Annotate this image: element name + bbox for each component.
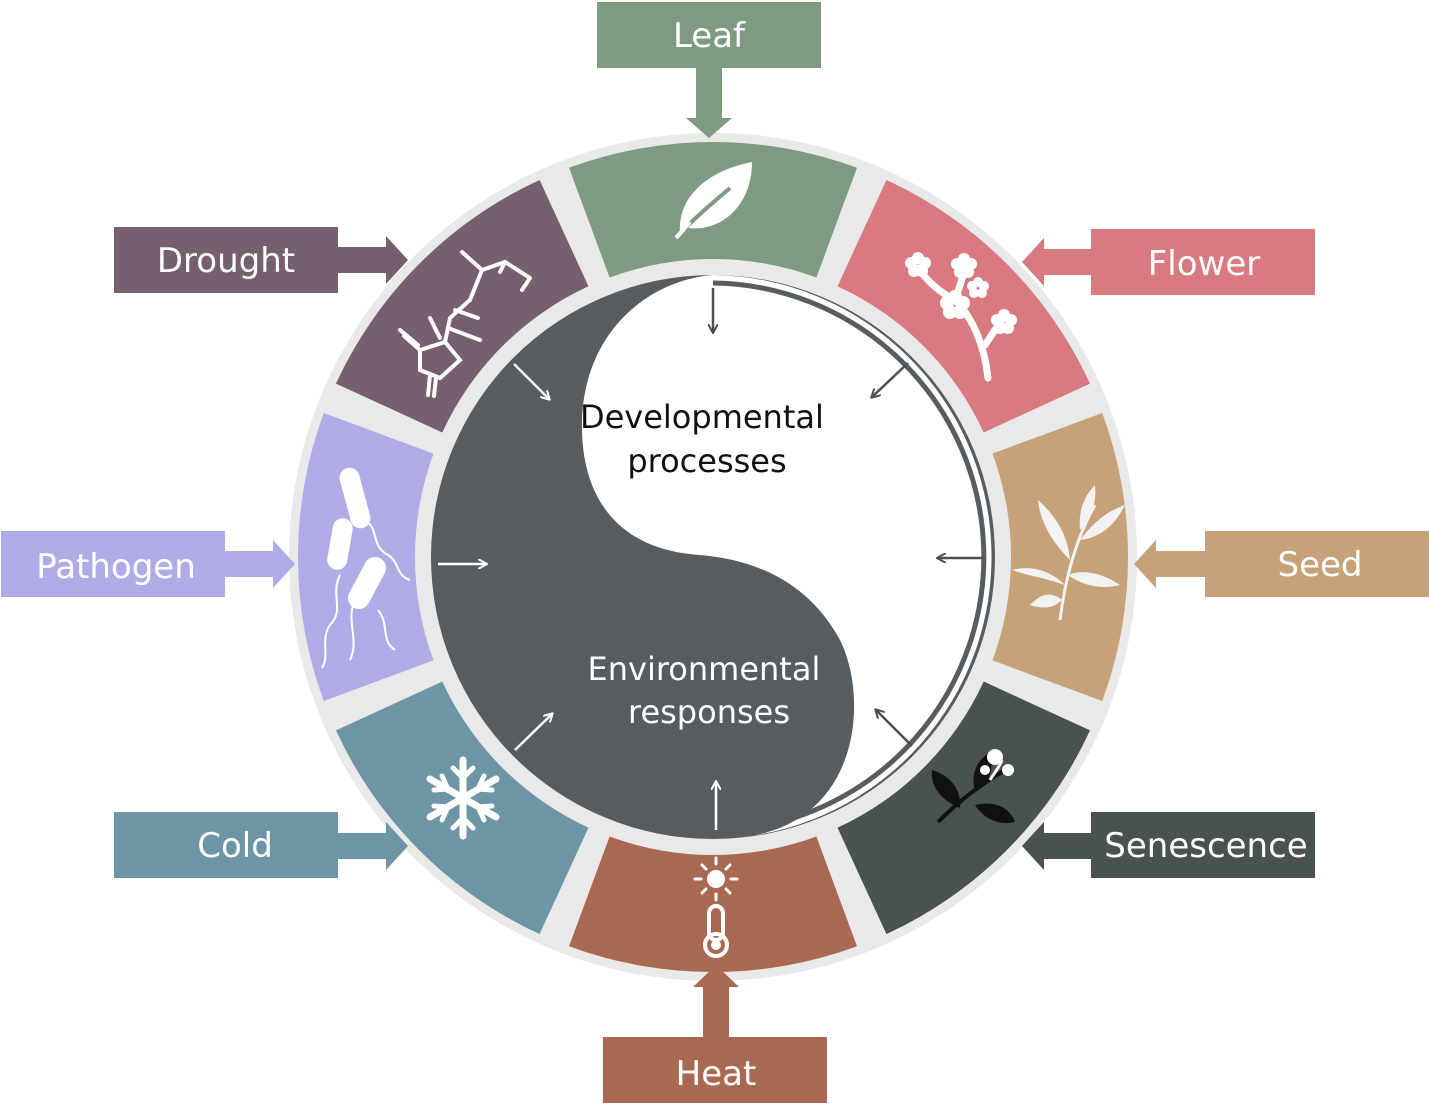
arrow-flower-inner [872, 362, 909, 397]
label-cold: Cold [114, 812, 408, 878]
molecule-icon [398, 250, 532, 398]
leaf-label-box [597, 2, 821, 68]
leaf-icon [674, 162, 752, 240]
senescence-label-box [1091, 812, 1315, 878]
label-flower: Flower [1022, 229, 1315, 295]
segment-seed [992, 413, 1128, 701]
flower-label-box [1091, 229, 1315, 295]
flower-arrow [1022, 238, 1091, 286]
developmental-processes-label: Developmental processes [580, 398, 834, 480]
seed-label-text: Seed [1278, 545, 1363, 585]
leaf-arrow [686, 68, 732, 138]
seed-label-box [1205, 531, 1429, 597]
heat-arrow [693, 965, 739, 1037]
arrow-cold-inner [514, 714, 552, 751]
segment-pathogen [297, 413, 434, 701]
drought-label-box [114, 227, 338, 293]
label-drought: Drought [114, 227, 408, 293]
center-outline-arc [712, 280, 987, 833]
cold-arrow [338, 822, 408, 870]
thermometer-icon [693, 856, 739, 958]
label-seed: Seed [1134, 531, 1429, 597]
segment-senescence [837, 681, 1091, 935]
segment-heat [569, 836, 857, 972]
environmental-responses-label: Environmental responses [588, 650, 831, 731]
pathogen-arrow [225, 540, 295, 588]
label-leaf: Leaf [597, 2, 821, 138]
arrow-senescence-inner [876, 710, 913, 747]
drought-arrow [338, 236, 408, 284]
pathogen-label-text: Pathogen [36, 547, 196, 587]
seed-arrow [1134, 540, 1205, 588]
center-yin-yang: Developmental processes Environmental re… [431, 275, 995, 839]
senescence-icon [931, 749, 1015, 824]
label-heat: Heat [603, 965, 827, 1103]
senescence-arrow [1022, 822, 1091, 870]
drought-label-text: Drought [157, 241, 295, 281]
heat-label-text: Heat [676, 1054, 757, 1094]
segments-ring [297, 142, 1128, 972]
senescence-label-text: Senescence [1104, 826, 1307, 866]
seed-icon [1012, 485, 1125, 621]
flower-icon [905, 252, 1017, 382]
flower-label-text: Flower [1148, 244, 1261, 284]
cold-label-box [114, 812, 338, 878]
arrow-drought-inner [513, 363, 549, 399]
snowflake-icon [426, 756, 500, 840]
center-light-half [581, 275, 992, 838]
inner-arrows [438, 288, 985, 830]
bacteria-icon [321, 467, 411, 669]
cold-label-text: Cold [197, 826, 273, 866]
label-senescence: Senescence [1022, 812, 1315, 878]
pathogen-label-box [1, 531, 225, 597]
label-pathogen: Pathogen [1, 531, 295, 597]
leaf-label-text: Leaf [673, 16, 746, 56]
heat-label-box [603, 1037, 827, 1103]
